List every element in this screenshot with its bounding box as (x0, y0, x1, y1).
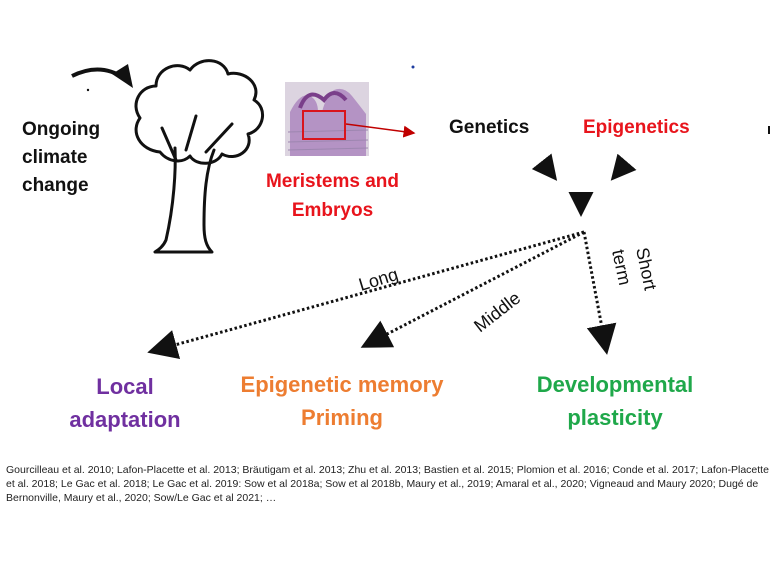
local-adaptation-label: Local adaptation (40, 370, 210, 436)
meristems-line-2: Embryos (291, 200, 374, 221)
middle-arrow (360, 230, 585, 348)
epigenetic-memory-label: Epigenetic memory Priming (222, 368, 462, 434)
climate-line-3: change (22, 175, 89, 196)
meristem-image (285, 82, 369, 156)
epimem-line-1: Epigenetic memory (240, 372, 444, 397)
references-text: Gourcilleau et al. 2010; Lafon-Placette … (6, 464, 769, 504)
devplast-line-2: plasticity (567, 405, 663, 430)
meristems-label: Meristems and Embryos (245, 167, 420, 225)
climate-change-label: Ongoing climate change (22, 116, 100, 200)
local-line-2: adaptation (69, 407, 181, 432)
meristems-line-1: Meristems and (265, 171, 400, 192)
developmental-plasticity-label: Developmental plasticity (515, 368, 715, 434)
converge-arrows (531, 153, 637, 217)
climate-arrow (71, 64, 133, 88)
term-label: term (608, 248, 635, 287)
short-arrow (582, 231, 617, 355)
long-label: Long (356, 264, 400, 295)
devplast-line-1: Developmental (536, 372, 694, 397)
epigenetics-label: Epigenetics (583, 117, 690, 138)
epimem-line-2: Priming (301, 405, 383, 430)
genetics-label: Genetics (449, 117, 530, 138)
climate-line-1: Ongoing (22, 119, 101, 140)
local-line-1: Local (96, 374, 154, 399)
image-to-genetics-arrow (345, 123, 416, 138)
short-label: Short (632, 246, 661, 292)
tree-icon (134, 59, 264, 254)
middle-label: Middle (470, 288, 524, 336)
dotted-arrows (147, 230, 617, 360)
climate-line-2: climate (22, 147, 88, 168)
